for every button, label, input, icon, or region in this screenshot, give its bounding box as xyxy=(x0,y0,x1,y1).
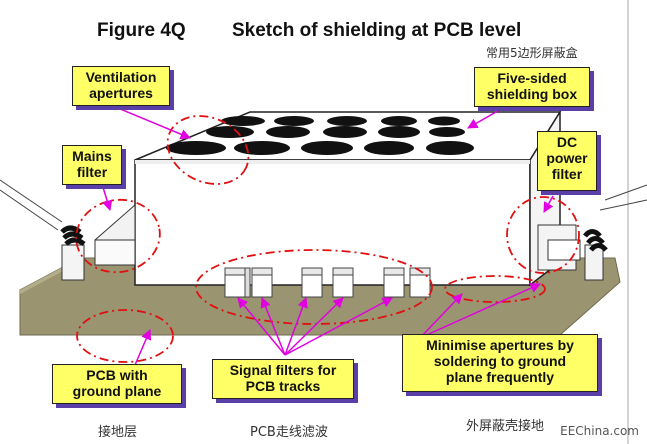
caption-five-sided-cn: 常用5边形屏蔽盒 xyxy=(486,46,578,60)
caption-ground-cn: 接地层 xyxy=(98,425,138,440)
label-ventilation-apertures: Ventilation apertures xyxy=(72,66,170,106)
caption-shell-cn: 外屏蔽壳接地 xyxy=(466,419,545,434)
label-mains-filter: Mains filter xyxy=(62,145,122,185)
highlight-ellipses xyxy=(75,115,580,363)
figure-title: Sketch of shielding at PCB level xyxy=(232,20,522,41)
watermark: EEChina.com xyxy=(560,424,639,438)
label-pcb-ground-plane: PCB with ground plane xyxy=(52,364,182,404)
mains-filter xyxy=(0,179,136,281)
figure-number: Figure 4Q xyxy=(97,20,186,41)
ventilation-holes xyxy=(166,116,474,155)
caption-tracks-cn: PCB走线滤波 xyxy=(250,425,328,440)
label-dc-power-filter: DC power filter xyxy=(537,131,597,191)
label-five-sided-shielding-box: Five-sided shielding box xyxy=(474,67,590,107)
callout-arrows xyxy=(101,107,554,366)
label-minimise-apertures: Minimise apertures by soldering to groun… xyxy=(402,334,598,392)
label-signal-filters: Signal filters for PCB tracks xyxy=(212,359,354,399)
dc-power-filter xyxy=(537,184,647,281)
